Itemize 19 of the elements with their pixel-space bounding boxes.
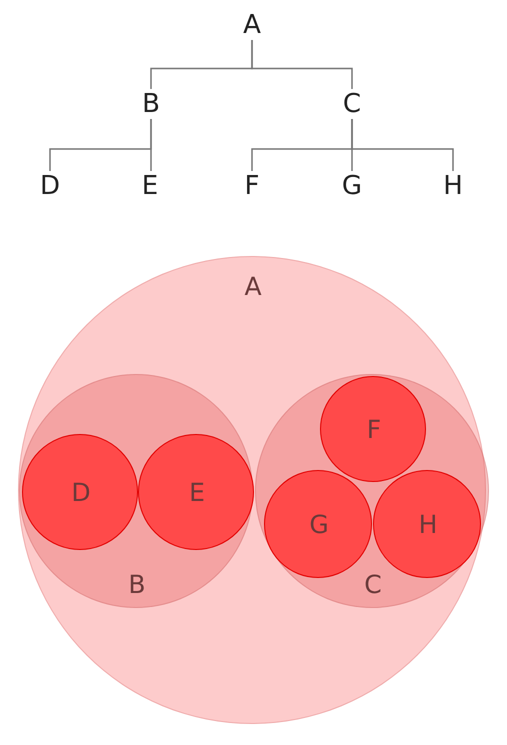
connector-line (150, 119, 152, 171)
circle-label: D (70, 479, 92, 507)
circle-label: C (363, 571, 383, 599)
tree-node-label: E (135, 172, 165, 200)
circle-label: A (243, 273, 263, 301)
tree-node-label: A (237, 11, 267, 39)
tree-node-label: C (337, 90, 367, 118)
tree-node-label: F (237, 172, 267, 200)
circle-label: G (308, 511, 330, 539)
tree-node-label: B (136, 90, 166, 118)
circle-label: B (127, 571, 147, 599)
tree-node-label: H (438, 172, 468, 200)
tree-node-label: D (35, 172, 65, 200)
circle-label: F (366, 416, 382, 444)
connector-line (351, 119, 454, 171)
connector-line (251, 40, 353, 89)
circle-label: E (188, 479, 206, 507)
tree-node-label: G (337, 172, 367, 200)
circle-label: H (418, 511, 438, 539)
